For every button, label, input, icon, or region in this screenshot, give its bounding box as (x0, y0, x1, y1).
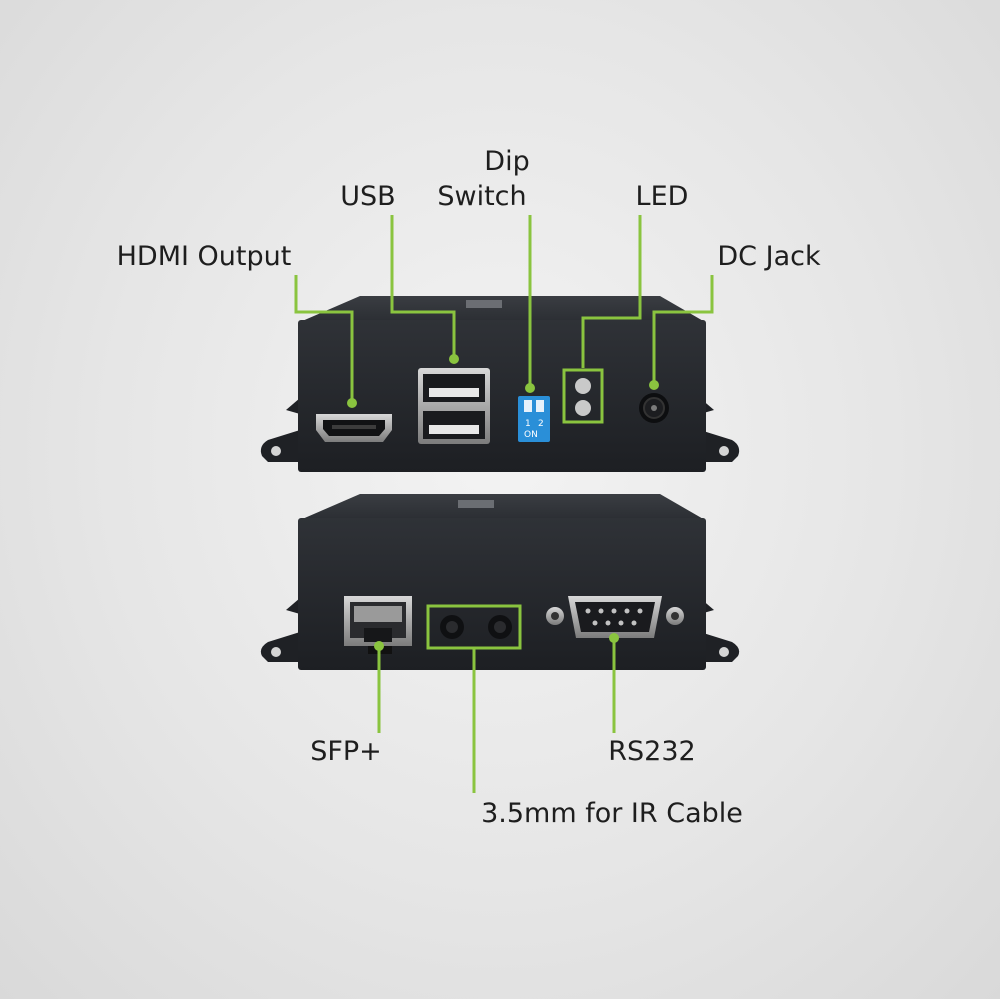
label-rs232: RS232 (608, 736, 695, 767)
ir-audio-jacks (440, 615, 512, 639)
mounting-ear-left-back-2 (286, 598, 300, 614)
label-led: LED (636, 181, 689, 212)
rs232-port (546, 596, 684, 638)
hdmi-port (316, 414, 392, 442)
top-sticker (466, 300, 502, 308)
usb-ports (418, 368, 490, 444)
led-indicators (575, 378, 591, 416)
dip-number-1: 1 (525, 419, 531, 429)
dip-on-label: ON (524, 430, 538, 440)
dc-jack (639, 393, 669, 423)
bottom-device (260, 494, 740, 670)
callout-leaders (294, 215, 714, 793)
sfp-port (344, 596, 412, 654)
ear-hole (271, 647, 281, 657)
mounting-ear-left-top (260, 430, 300, 462)
led-highlight-box (562, 368, 604, 424)
ear-hole (719, 647, 729, 657)
dip-number-2: 2 (538, 419, 544, 429)
mounting-ear-left-back (286, 398, 300, 414)
top-device: 1 2 ON (260, 296, 740, 472)
label-ir-cable: 3.5mm for IR Cable (481, 798, 743, 829)
mounting-ear-right-bottom (700, 632, 740, 662)
label-usb: USB (340, 181, 395, 212)
device-top-surface (300, 296, 705, 322)
device-front-face (298, 320, 706, 472)
top-sticker-2 (458, 500, 494, 508)
mounting-ear-right-top (700, 430, 740, 462)
device-top-surface-2 (300, 494, 705, 520)
label-hdmi-output: HDMI Output (117, 241, 292, 272)
label-dip-line2: Switch (437, 181, 526, 212)
ear-hole (719, 446, 729, 456)
dip-switch: 1 2 ON (518, 396, 550, 442)
ear-hole (271, 446, 281, 456)
label-sfp: SFP+ (310, 736, 382, 767)
label-dip-line1: Dip (484, 146, 529, 177)
label-dc-jack: DC Jack (717, 241, 821, 272)
mounting-ear-left-bottom (260, 632, 300, 662)
